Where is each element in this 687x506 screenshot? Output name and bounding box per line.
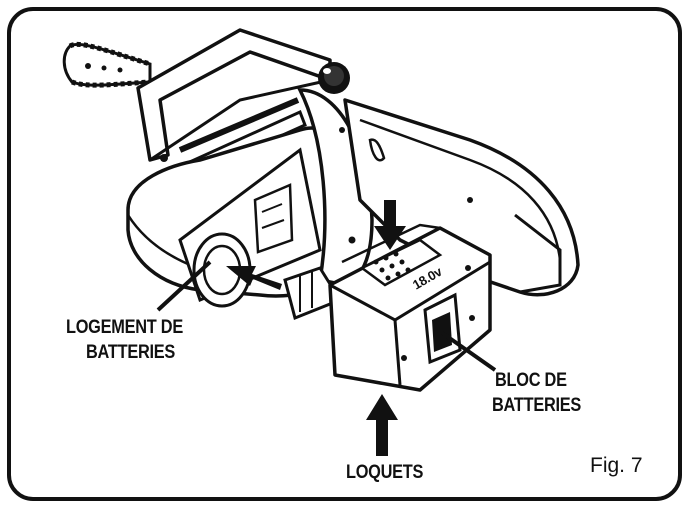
callout-housing-line1: LOGEMENT DE — [66, 317, 184, 338]
figure-number: Fig. 7 — [590, 454, 643, 477]
chain-bar — [62, 41, 152, 88]
rear-handle — [343, 98, 580, 297]
insertion-arrow — [226, 266, 282, 290]
callout-pack-line1: BLOC DE — [495, 370, 567, 391]
down-arrow — [374, 200, 406, 250]
callout-housing-line2: BATTERIES — [86, 342, 176, 363]
battery-pack — [283, 223, 492, 392]
callout-latches: LOQUETS — [346, 462, 424, 483]
callout-lines — [156, 260, 497, 372]
up-arrow — [366, 394, 398, 456]
callout-pack-line2: BATTERIES — [492, 395, 582, 416]
